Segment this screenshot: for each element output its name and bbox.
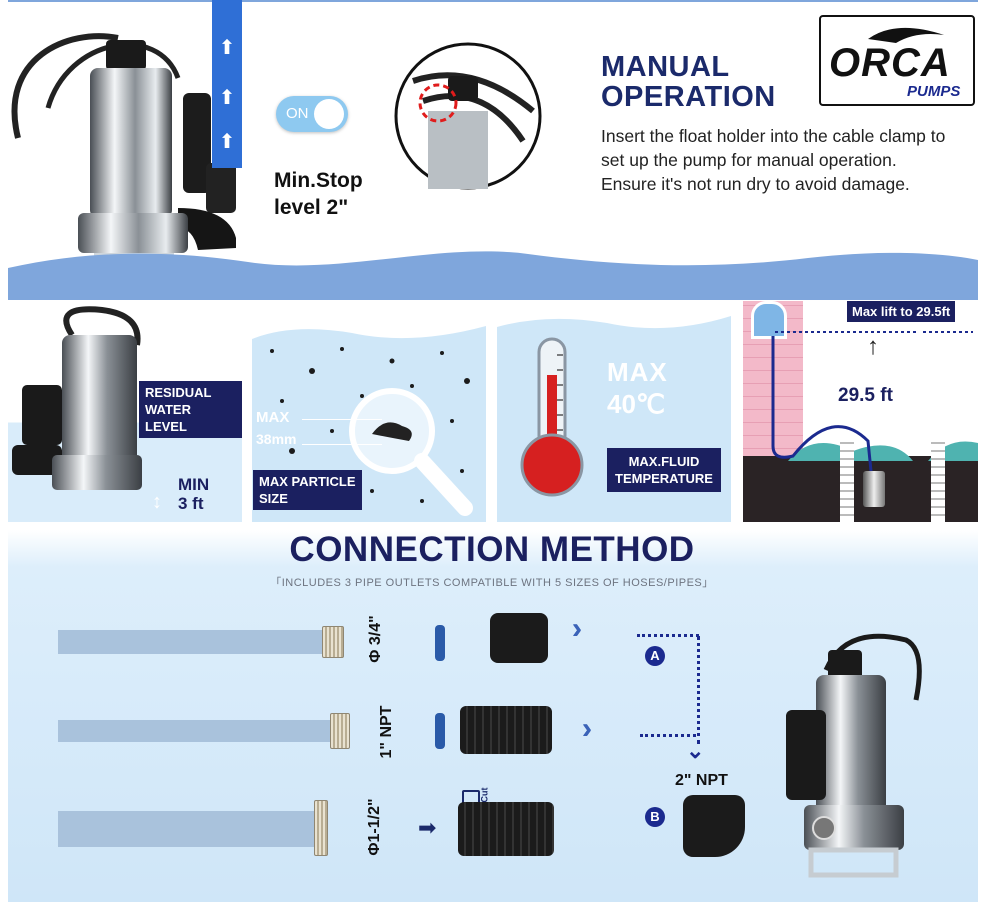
toggle-knob	[314, 99, 344, 129]
clamp-icon	[435, 625, 445, 661]
manual-title-line2: OPERATION	[601, 81, 776, 113]
pipe-end-row3	[314, 800, 328, 856]
logo-brand-text: ORCA	[829, 41, 951, 85]
pipe-row2	[58, 720, 334, 742]
cut-label: Cut	[479, 787, 490, 803]
max-lift-panel: ↑ 29.5 ft Max lift to 29.5ft	[743, 301, 978, 522]
residual-tag-line1: RESIDUAL	[145, 385, 212, 400]
connection-subtitle: 「INCLUDES 3 PIPE OUTLETS COMPATIBLE WITH…	[270, 577, 714, 589]
white-columns	[840, 441, 854, 522]
lift-value-label: 29.5 ft	[838, 385, 893, 406]
connection-title: CONNECTION METHOD	[289, 530, 695, 569]
double-arrow-icon: ↕	[152, 491, 162, 513]
dotted-path-b	[640, 734, 696, 739]
small-pump-icon	[863, 471, 885, 507]
pump-image-bottom	[786, 633, 922, 878]
max-lift-tag: Max lift to 29.5ft	[847, 301, 956, 322]
particle-tag-line1: MAX PARTICLE	[259, 474, 356, 489]
chevron-down-icon: ⌄	[686, 738, 705, 763]
manual-description: Insert the float holder into the cable c…	[601, 126, 946, 194]
residual-min-line1: MIN	[178, 475, 210, 494]
temperature-tag: MAX.FLUID TEMPERATURE	[607, 448, 721, 492]
orca-logo: ORCA PUMPS	[819, 15, 975, 106]
particle-dimension-line	[302, 419, 382, 445]
badge-a: A	[645, 646, 665, 666]
particle-size-panel: MAX 38mm MAX PARTICLE SIZE	[252, 301, 486, 522]
particle-size-tag: MAX PARTICLE SIZE	[253, 470, 362, 510]
temp-max-label: MAX	[607, 357, 668, 387]
temp-tag-line1: MAX.FLUID	[628, 454, 700, 469]
magnifier-icon	[349, 388, 473, 516]
water-column	[212, 0, 242, 168]
size-label-row2: 1" NPT	[378, 705, 395, 759]
manual-title: MANUAL OPERATION	[601, 52, 776, 112]
pump-image-residual	[12, 306, 142, 490]
dotted-path-a	[637, 634, 699, 639]
orca-whale-icon	[868, 27, 944, 43]
particle-tag-line2: SIZE	[259, 491, 288, 506]
top-section: ⬆ ⬆ ⬆ ON Min.Stop level 2" MANUAL OPERAT…	[0, 0, 984, 300]
logo-sub-text: PUMPS	[907, 83, 961, 100]
up-arrow-icon: ⬆	[218, 37, 236, 59]
elbow-fitting	[683, 795, 745, 857]
top-border-line	[8, 0, 978, 2]
toggle-switch-icon: ON	[276, 96, 348, 132]
up-arrow-icon: ⬆	[218, 131, 236, 153]
temp-tag-line2: TEMPERATURE	[615, 471, 713, 486]
water-wave	[8, 251, 978, 300]
temp-value-label: 40℃	[607, 389, 666, 419]
min-stop-line2: level 2"	[274, 196, 349, 219]
arrow-right-icon: ➡	[418, 815, 437, 840]
adapter-row2	[460, 706, 552, 754]
residual-min-label: MIN 3 ft	[178, 475, 209, 513]
float-holder-detail-image	[394, 42, 542, 190]
dotted-path-down	[697, 636, 703, 744]
residual-water-panel: RESIDUAL WATER LEVEL MIN 3 ft ↕	[8, 301, 242, 522]
clamp-icon	[435, 713, 445, 749]
min-stop-line1: Min.Stop	[274, 169, 363, 192]
manual-title-line1: MANUAL	[601, 51, 730, 83]
pipe-end-row2	[330, 713, 350, 749]
outlet-label: 2" NPT	[675, 772, 728, 789]
toggle-label: ON	[286, 105, 309, 122]
particle-size-label: 38mm	[256, 431, 297, 447]
residual-water-tag: RESIDUAL WATER LEVEL	[139, 381, 242, 438]
residual-min-line2: 3 ft	[178, 494, 204, 513]
adapter-row1	[490, 613, 548, 663]
pipe-row1	[58, 630, 328, 654]
pipe-row3	[58, 811, 322, 847]
discharge-pipe	[771, 331, 973, 492]
residual-tag-line2: WATER LEVEL	[145, 402, 191, 434]
size-label-row1: Φ 3/4"	[367, 615, 384, 663]
min-stop-label: Min.Stop level 2"	[274, 167, 363, 221]
size-label-row3: Φ1-1/2"	[366, 798, 383, 856]
thermometer-icon	[520, 337, 584, 497]
adapter-row3	[458, 802, 554, 856]
pipe-end-row1	[322, 626, 344, 658]
badge-b: B	[645, 807, 665, 827]
temperature-panel: MAX 40℃ MAX.FLUID TEMPERATURE	[497, 301, 731, 522]
white-columns-2	[931, 436, 945, 522]
particle-max-label: MAX	[256, 409, 290, 426]
up-arrow-icon: ↑	[867, 333, 879, 360]
temperature-wave	[497, 301, 731, 329]
up-arrow-icon: ⬆	[218, 87, 236, 109]
